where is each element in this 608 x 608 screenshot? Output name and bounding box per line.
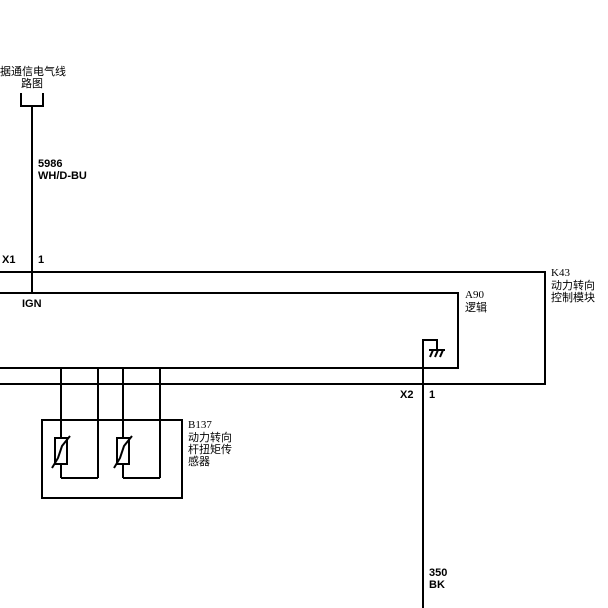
logic-a90-label: 逻辑	[465, 301, 487, 314]
logic-a90-outline	[0, 292, 459, 369]
sensor-b137-name-line3: 感器	[188, 455, 210, 468]
ground-icon	[422, 339, 438, 384]
connector-x1-pin: 1	[38, 254, 45, 266]
reference-label-line2: 路图	[21, 77, 43, 90]
sensor-b137-name-line2: 杆扭矩传	[188, 443, 232, 456]
connector-x2-pin: 1	[429, 389, 436, 401]
reference-bracket	[20, 93, 44, 107]
wire-top-color: WH/D-BU	[38, 170, 87, 182]
connector-x1-name: X1	[2, 254, 16, 266]
module-k43-name-line2: 控制模块	[551, 291, 595, 304]
sensor-b137-id: B137	[188, 419, 212, 431]
module-k43-name-line1: 动力转向	[551, 279, 595, 292]
logic-a90-id: A90	[465, 289, 484, 301]
pin-ign-label: IGN	[22, 298, 42, 310]
reference-label-line1: 据通信电气线	[0, 65, 66, 78]
wire-top-circuit: 5986	[38, 158, 63, 170]
wire-bottom-circuit: 350	[429, 567, 448, 579]
module-k43-outline	[0, 271, 546, 385]
connector-x2-name: X2	[400, 389, 414, 401]
module-k43-id: K43	[551, 267, 570, 279]
wire-bottom-color: BK	[429, 579, 445, 591]
sensor-b137-name-line1: 动力转向	[188, 431, 232, 444]
sensor-b137-box	[41, 419, 183, 499]
